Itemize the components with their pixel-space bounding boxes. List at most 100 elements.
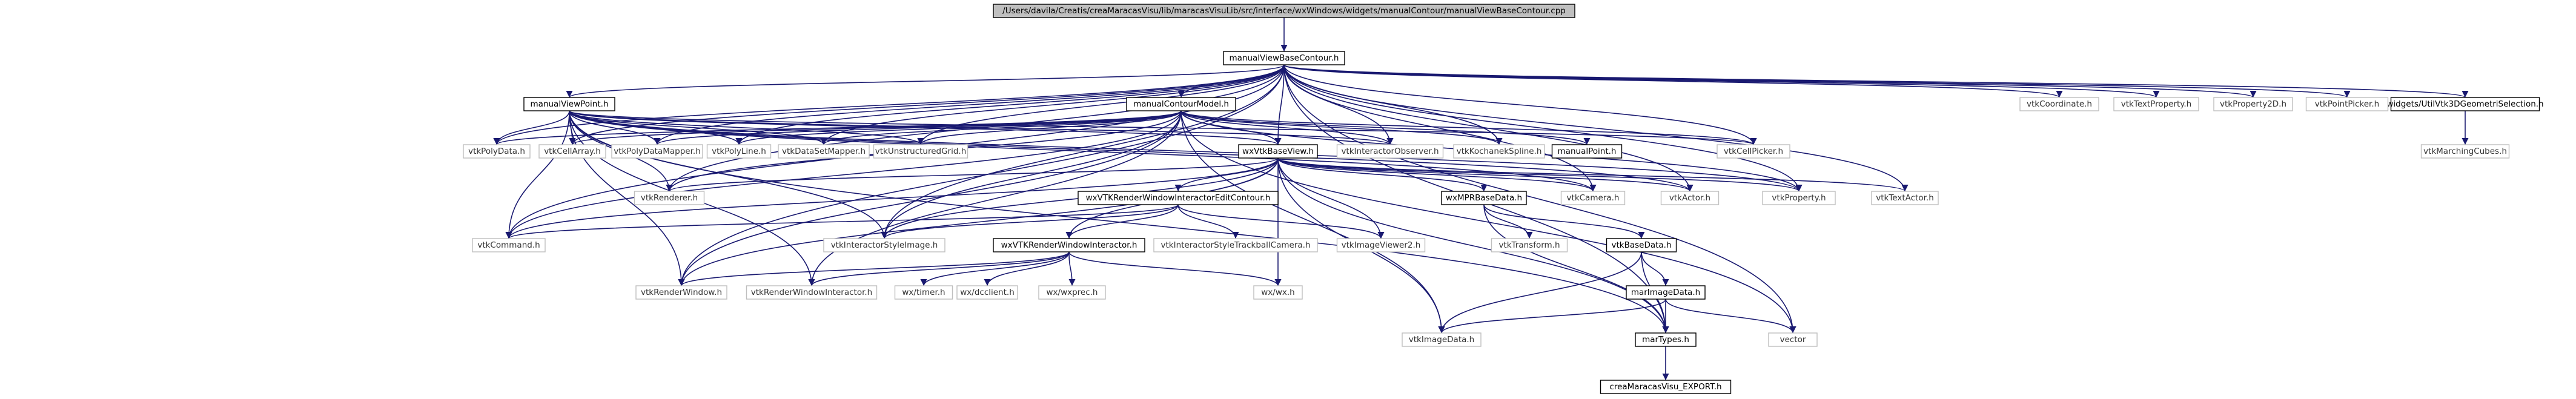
node-vtkcam: vtkCamera.h (1560, 191, 1626, 205)
node-label: vtkProperty2D.h (2220, 99, 2286, 109)
node-mvbc[interactable]: manualViewBaseContour.h (1223, 51, 1345, 65)
node-mvp[interactable]: manualViewPoint.h (523, 97, 615, 111)
node-label: vtkPointPicker.h (2315, 99, 2379, 109)
node-label: vtkProperty.h (1772, 193, 1826, 203)
node-box (1717, 144, 1790, 159)
edge-marimg-to-vtkid (1438, 298, 1666, 334)
node-mcm[interactable]: manualContourModel.h (1126, 97, 1236, 111)
node-vtkbd[interactable]: vtkBaseData.h (1606, 238, 1677, 252)
edge-mvbc-to-mvp (566, 64, 1285, 98)
node-box (1560, 191, 1626, 205)
node-box (1660, 191, 1720, 205)
edge-mvbc-to-vtkisi (881, 64, 1285, 239)
node-wxvrwiec[interactable]: wxVTKRenderWindowInteractorEditContour.h (1078, 191, 1279, 205)
node-box (1336, 238, 1426, 252)
edge-mvbc-to-vtkta (1283, 64, 1909, 192)
node-vtkpl: vtkPolyLine.h (706, 144, 772, 159)
edge-wxvrwi-to-wxdc (984, 251, 1070, 286)
node-marimg[interactable]: marImageData.h (1626, 285, 1706, 300)
edge-mvbc-to-wxvbv (1274, 64, 1285, 145)
node-vtkdsm: vtkDataSetMapper.h (778, 144, 870, 159)
node-label: vtkCoordinate.h (2027, 99, 2092, 109)
node-label: vtkBaseData.h (1611, 240, 1671, 250)
node-vtkca: vtkCellArray.h (538, 144, 606, 159)
edge-mvbc-to-vtkpd (493, 64, 1285, 145)
edge-mvp-to-vtkcmd (505, 110, 570, 239)
node-label: vtkInteractorObserver.h (1341, 147, 1439, 156)
node-box (538, 144, 606, 159)
node-wxwx: wx/wx.h (1253, 285, 1303, 300)
edge-wxmpr-to-martypes (1483, 204, 1669, 334)
node-box (894, 285, 953, 300)
node-label: manualViewPoint.h (531, 99, 609, 109)
node-label: widgets/UtilVtk3DGeometriSelection.h (2386, 99, 2543, 109)
node-wxvbv[interactable]: wxVtkBaseView.h (1238, 144, 1318, 159)
node-label: wxMPRBaseData.h (1446, 193, 1522, 203)
node-vtkistc: vtkInteractorStyleTrackballCamera.h (1153, 238, 1318, 252)
node-label: vtkPolyData.h (468, 147, 525, 156)
node-label: vtkCamera.h (1567, 193, 1620, 203)
node-label: vtkRenderWindowInteractor.h (751, 288, 872, 297)
node-box (1491, 238, 1568, 252)
edge-wxvrwi-to-vtkrwi (808, 251, 1070, 286)
node-label: vtkPolyDataMapper.h (614, 147, 701, 156)
edge-wxvbv-to-wxmpr (1277, 157, 1488, 192)
edge-wxvrwiec-to-vtkisi (881, 204, 1179, 239)
node-label: vtkUnstructuredGrid.h (875, 147, 967, 156)
node-box (1871, 191, 1939, 205)
node-vtkcp: vtkCellPicker.h (1717, 144, 1790, 159)
node-label: manualPoint.h (1558, 147, 1617, 156)
node-vtkrwi: vtkRenderWindowInteractor.h (746, 285, 878, 300)
node-box (1441, 191, 1527, 205)
node-box (1551, 144, 1623, 159)
node-label: wxVTKRenderWindowInteractor.h (1001, 240, 1137, 250)
edge-mcm-to-vtkpdm (654, 110, 1182, 145)
node-box (2305, 97, 2389, 111)
node-box (2420, 144, 2510, 159)
edge-mcm-to-vtkcp (1180, 110, 1757, 145)
edge-mcm-to-mpt (1180, 110, 1591, 145)
node-label: vtkRenderer.h (641, 193, 698, 203)
node-martypes[interactable]: marTypes.h (1635, 332, 1697, 347)
node-label: creaMaracasVisu_EXPORT.h (1609, 382, 1721, 392)
node-box (1453, 144, 1545, 159)
edge-wxvbv-to-wxvrwiec (1174, 157, 1279, 192)
node-label: vtkCommand.h (477, 240, 540, 250)
edge-mvbc-to-vtkpp (1283, 64, 2350, 98)
node-box (2390, 97, 2540, 111)
node-label: wxVTKRenderWindowInteractorEditContour.h (1086, 193, 1271, 203)
node-vtkks: vtkKochanekSpline.h (1453, 144, 1545, 159)
node-vtkpd: vtkPolyData.h (463, 144, 531, 159)
edge-mcm-to-vtkug (917, 110, 1182, 145)
edge-wxvbv-to-vtkren (666, 157, 1279, 192)
edge-mvp-to-vtkprop (569, 110, 1803, 192)
node-label: vtkInteractorStyleImage.h (831, 240, 938, 250)
node-export[interactable]: creaMaracasVisu_EXPORT.h (1600, 380, 1732, 394)
node-box (1626, 285, 1706, 300)
edge-wxvbv-to-vtkrw (678, 157, 1279, 286)
node-label: vtkTextProperty.h (2121, 99, 2191, 109)
node-wxmpr[interactable]: wxMPRBaseData.h (1441, 191, 1527, 205)
node-box (2113, 97, 2199, 111)
edge-wxmpr-to-vtkbd (1483, 204, 1645, 239)
edge-mcm-to-vtkpl (735, 110, 1182, 145)
node-wxvrwi[interactable]: wxVTKRenderWindowInteractor.h (993, 238, 1145, 252)
node-box (873, 144, 968, 159)
node-mpt[interactable]: manualPoint.h (1551, 144, 1623, 159)
edge-mvp-to-vtkpd (493, 110, 570, 145)
node-vtkisi: vtkInteractorStyleImage.h (823, 238, 945, 252)
node-box (1635, 332, 1697, 347)
node-box (1078, 191, 1279, 205)
node-wxdc: wx/dcclient.h (956, 285, 1018, 300)
node-box (1126, 97, 1236, 111)
node-root[interactable]: /Users/davila/Creatis/creaMaracasVisu/li… (993, 4, 1575, 18)
node-vtkpp: vtkPointPicker.h (2305, 97, 2389, 111)
node-geom[interactable]: widgets/UtilVtk3DGeometriSelection.h (2386, 97, 2544, 111)
edge-mcm-to-vtkdsm (820, 110, 1182, 145)
edge-mcm-to-vtkisi (881, 110, 1182, 239)
edge-mvbc-to-vector (1283, 64, 1796, 334)
edge-mvbc-to-vtkcoord (1283, 64, 2063, 98)
edge-mvbc-to-vtkug (917, 64, 1285, 145)
edge-wxvrwi-to-vtkrw (678, 251, 1070, 286)
